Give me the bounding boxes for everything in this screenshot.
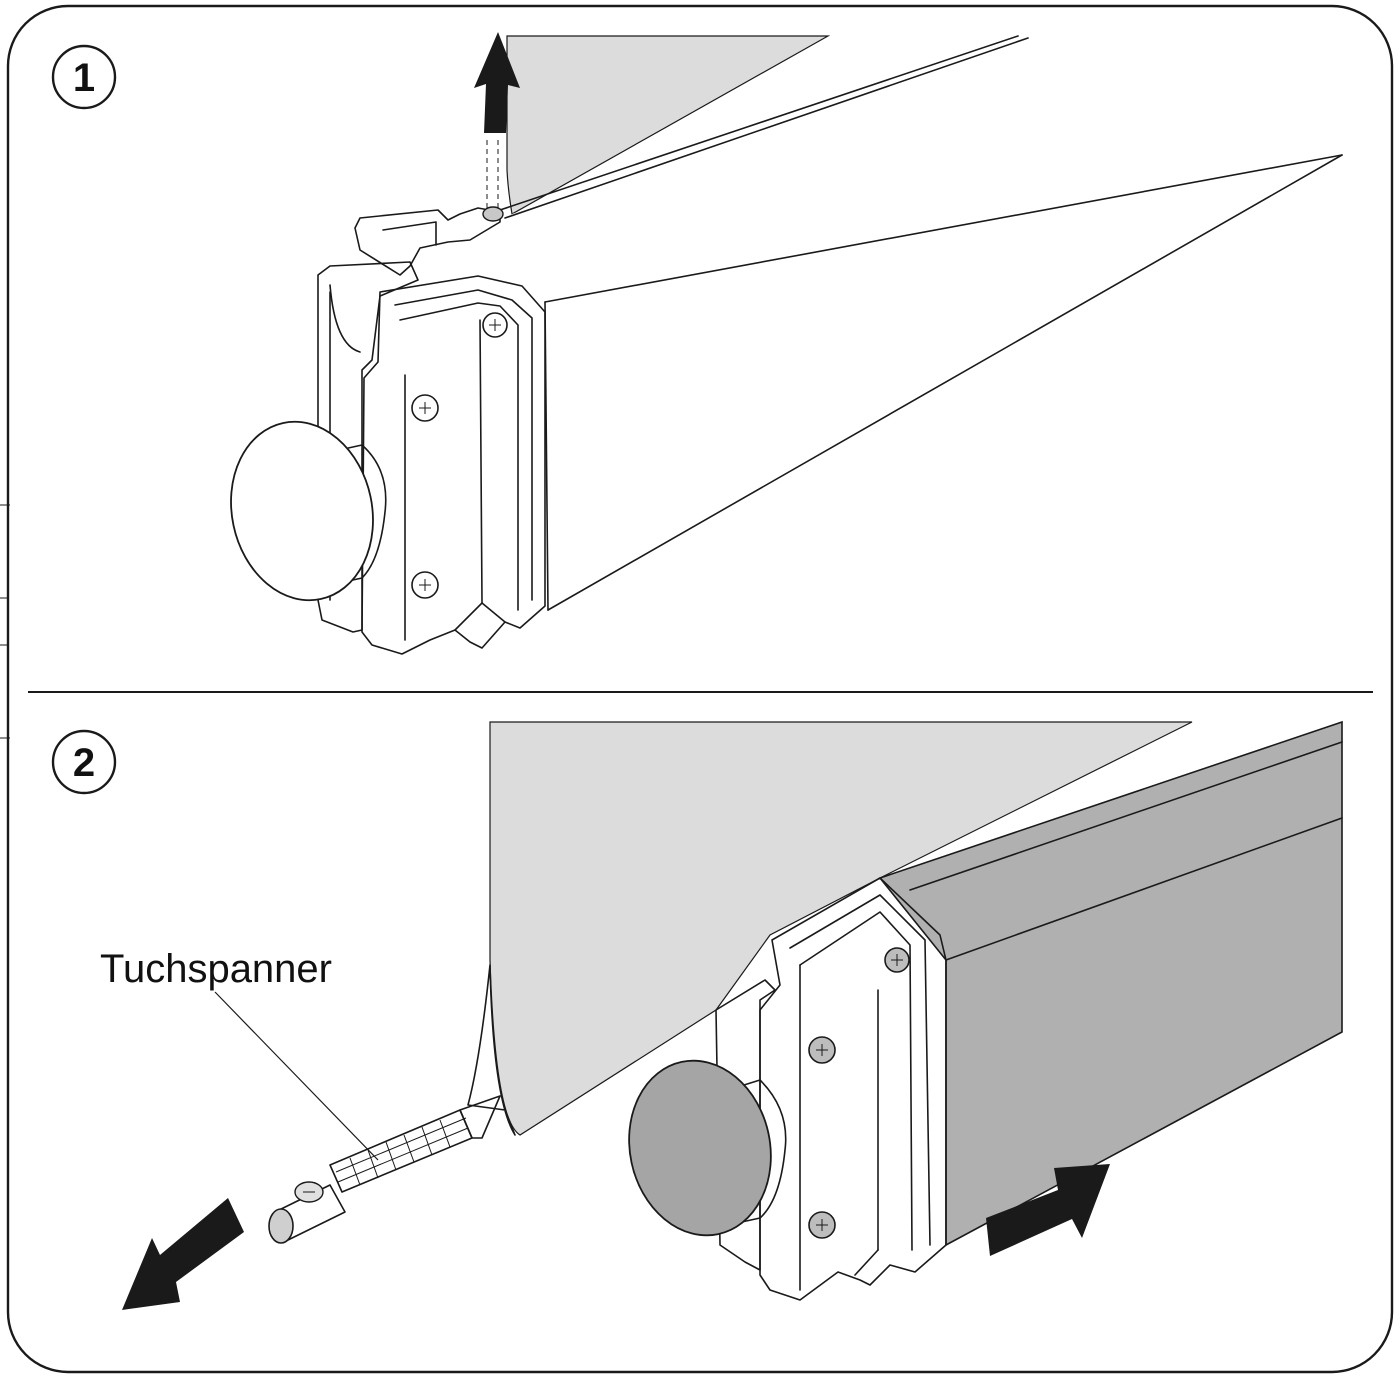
screw-icon — [884, 947, 910, 973]
arrow-up-right-icon — [986, 1164, 1110, 1256]
screw-icon — [411, 571, 439, 599]
screw-icon — [808, 1036, 836, 1064]
callout-line — [214, 991, 379, 1161]
side-plate-panel-1 — [317, 261, 419, 633]
screw-icon — [808, 1211, 836, 1239]
bar-top-panel-1 — [488, 36, 1342, 302]
step-2-number: 2 — [73, 741, 95, 785]
left-edge-marks — [0, 504, 10, 739]
fabric-panel-1 — [506, 35, 831, 215]
step-2-badge: 2 — [51, 729, 117, 795]
step-1-number: 1 — [73, 56, 95, 100]
pin-panel-1 — [482, 140, 504, 222]
arrow-down-left-icon — [122, 1198, 244, 1310]
bar-panel-2 — [878, 720, 1343, 1247]
rail-back-panel-1 — [354, 207, 501, 276]
tuchspanner-tool — [268, 1095, 501, 1244]
arrow-up-icon — [474, 32, 520, 133]
callout-label: Tuchspanner — [100, 947, 332, 991]
screw-icon — [411, 394, 439, 422]
screw-icon — [482, 312, 508, 338]
panel-2: 2 — [51, 720, 1343, 1310]
knob-panel-2 — [628, 1059, 787, 1237]
step-1-badge: 1 — [51, 44, 117, 110]
panel-1: 1 — [51, 32, 1343, 655]
knob-panel-1 — [230, 420, 387, 602]
